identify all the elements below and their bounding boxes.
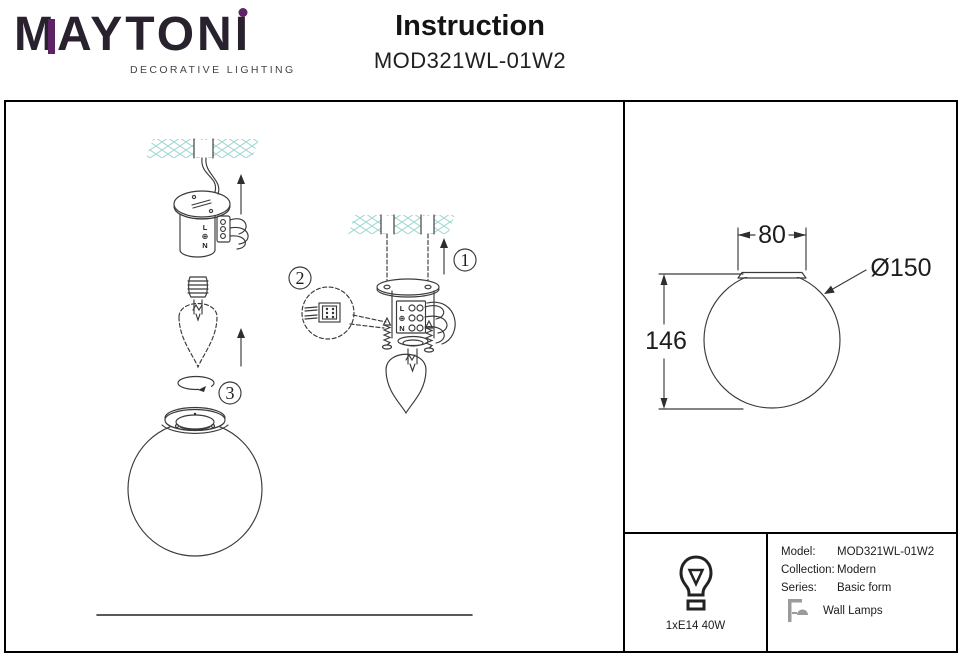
logo-tagline: DECORATIVE LIGHTING [130,64,296,76]
spec-box: 1xE14 40W Model: MOD321WL-01W2 Collectio… [625,532,956,651]
screw-right [424,319,434,329]
wiring-detail-callout: 2 [288,266,387,340]
wall-lamp-icon [788,599,808,622]
screw-left [382,316,392,326]
assembly-diagram: L ⊕ N [96,138,477,616]
model-value: MOD321WL-01W2 [837,546,935,558]
spec-row-model: Model: MOD321WL-01W2 [781,546,956,559]
step-3-number: 3 [226,383,235,403]
series-value: Basic form [837,582,892,594]
diameter-dimension: Ø150 [870,254,931,282]
globe-outline [703,271,841,409]
maytoni-logo: MAYTONI DECORATIVE LIGHTING [14,10,296,77]
title-block: Instruction MOD321WL-01W2 [320,10,620,74]
step-3-badge [218,381,242,405]
collection-label: Collection: [781,564,835,576]
step-2-badge [288,266,312,290]
spec-row-series: Series: Basic form [781,582,956,595]
base-wiring-diagram: L ⊕ N [146,138,259,258]
spec-rows: Model: MOD321WL-01W2 Collection: Modern … [768,534,956,651]
model-number: MOD321WL-01W2 [373,48,567,73]
terminal-l-label: L [400,304,405,313]
spec-row-collection: Collection: Modern [781,564,956,577]
spec-row-type: Wall Lamps [781,597,956,624]
terminal-earth-label: ⊕ [399,314,406,323]
step-1-number: 1 [461,250,470,270]
height-dimension: 146 [645,327,687,355]
series-label: Series: [781,582,817,594]
bulb-installation-diagram: 3 [177,276,245,405]
bulb-spec-cell: 1xE14 40W [625,534,768,651]
right-panel: 80 146 Ø150 [623,102,956,651]
type-value: Wall Lamps [823,604,883,617]
content-frame: L ⊕ N [4,100,958,653]
terminal-n-label: N [202,241,207,250]
step-1-badge [453,248,477,272]
logo-letter-m: M [14,8,57,61]
mounting-diagram: 1 L ⊕ N [348,214,477,415]
globe-shade-diagram [127,406,263,557]
logo-letter-i: I [234,8,252,61]
step-2-number: 2 [296,268,305,288]
terminal-earth-label: ⊕ [202,232,209,241]
terminal-l-label: L [203,223,208,232]
bulb-label: 1xE14 40W [665,619,726,632]
dimension-drawing: 80 146 Ø150 [645,221,932,410]
width-dimension: 80 [758,221,786,249]
brand-wordmark: MAYTONI [14,10,296,60]
logo-letters: AYTON [56,8,235,61]
fixing-ring [177,375,215,391]
terminal-n-label: N [399,324,404,333]
page-title: Instruction [395,10,545,42]
collection-value: Modern [837,564,876,576]
model-label: Model: [781,546,816,558]
dimension-diagram: 80 146 Ø150 [645,221,932,410]
bulb-icon [678,554,713,610]
